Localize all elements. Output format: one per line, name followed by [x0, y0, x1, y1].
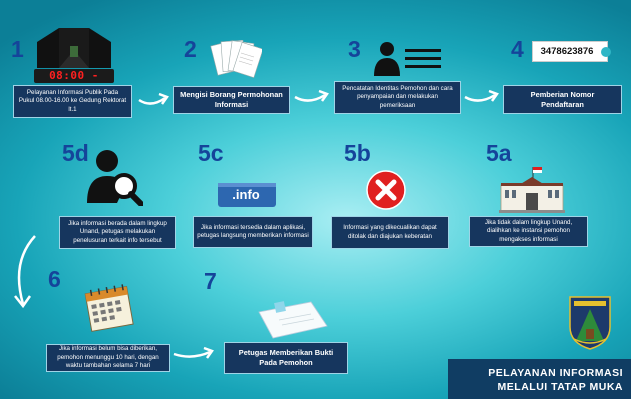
step-5b-text: Informasi yang dikecualikan dapat ditola… — [343, 224, 437, 240]
calendar-icon — [84, 284, 134, 332]
step-5b-box: Informasi yang dikecualikan dapat ditola… — [331, 216, 449, 249]
step-6-text: Jika informasi belum bisa diberikan, pem… — [57, 345, 159, 370]
step-5c-text: Jika informasi tersedia dalam aplikasi, … — [197, 223, 309, 239]
step-5d-number: 5d — [62, 140, 89, 166]
university-seal-icon — [569, 296, 611, 350]
step-1-box: Pelayanan Informasi Publik Pada Pukul 08… — [13, 85, 132, 118]
forms-stack-icon — [210, 39, 262, 79]
footer-title-line-1: PELAYANAN INFORMASI — [488, 367, 623, 379]
red-x-icon — [366, 170, 406, 210]
step-2-text: Mengisi Borang Permohonan Informasi — [180, 90, 283, 109]
person-id-card-icon — [374, 42, 441, 76]
building-door-icon — [37, 28, 111, 68]
step-4-box: Pemberian Nomor Pendaftaran — [503, 85, 622, 114]
step-1-number: 1 — [11, 36, 24, 62]
ticket-number: 3478623876 — [540, 46, 594, 57]
info-badge-label: .info — [232, 187, 260, 202]
step-7-number: 7 — [204, 268, 217, 294]
footer-title-line-2: MELALUI TATAP MUKA — [497, 381, 623, 393]
step-3-box: Pencatatan Identitas Pemohon dan cara pe… — [334, 81, 461, 114]
arrow-icon — [14, 235, 36, 309]
step-4-number: 4 — [511, 36, 524, 62]
info-badge-icon — [218, 183, 276, 207]
step-5d-box: Jika informasi berada dalam lingkup Unan… — [59, 216, 176, 249]
campus-building-icon — [499, 167, 565, 213]
footer-title-banner: PELAYANAN INFORMASI MELALUI TATAP MUKA — [448, 359, 631, 399]
step-2-box: Mengisi Borang Permohonan Informasi — [173, 86, 290, 114]
step-3-number: 3 — [348, 36, 361, 62]
step-7-box: Petugas Memberikan Bukti Pada Pemohon — [224, 342, 348, 374]
step-4-text: Pemberian Nomor Pendaftaran — [530, 89, 595, 109]
receipt-paper-icon — [258, 301, 328, 339]
step-5a-text: Jika tidak dalam lingkup Unand, dialihka… — [484, 218, 573, 243]
step-5d-text: Jika informasi berada dalam lingkup Unan… — [68, 219, 167, 244]
step-6-number: 6 — [48, 266, 61, 292]
step-5a-box: Jika tidak dalam lingkup Unand, dialihka… — [469, 216, 588, 247]
step-5c-number: 5c — [198, 140, 224, 166]
step-5a-number: 5a — [486, 140, 512, 166]
ticket-notch — [601, 47, 611, 57]
arrow-icon — [294, 89, 329, 102]
opening-hours-clock: 08:00 - 16:00 — [49, 69, 99, 96]
arrow-icon — [173, 346, 214, 359]
arrow-icon — [138, 92, 169, 105]
digital-clock-icon — [34, 69, 114, 83]
arrow-icon — [464, 89, 499, 102]
magnifier-person-icon — [87, 150, 143, 206]
step-1-text: Pelayanan Informasi Publik Pada Pukul 08… — [18, 88, 127, 113]
step-6-box: Jika informasi belum bisa diberikan, pem… — [46, 344, 170, 372]
step-5c-box: Jika informasi tersedia dalam aplikasi, … — [193, 216, 313, 248]
step-5b-number: 5b — [344, 140, 371, 166]
step-3-text: Pencatatan Identitas Pemohon dan cara pe… — [342, 84, 453, 109]
step-7-text: Petugas Memberikan Bukti Pada Pemohon — [238, 348, 334, 367]
step-2-number: 2 — [184, 36, 197, 62]
